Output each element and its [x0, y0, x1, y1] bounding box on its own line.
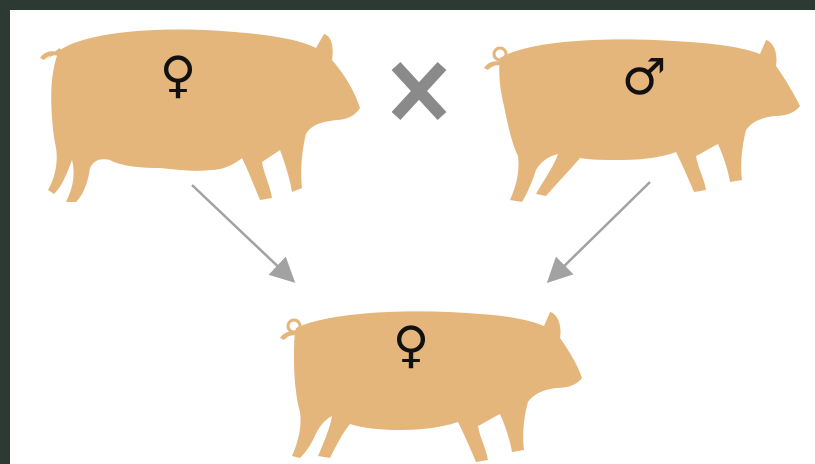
arrow-from-female [192, 185, 288, 276]
offspring-female-symbol: ♀ [389, 320, 433, 380]
male-symbol: ♂ [616, 52, 672, 112]
female-symbol: ♀ [156, 50, 200, 110]
female-parent-pig [40, 29, 360, 202]
arrow-from-male [554, 182, 650, 276]
diagram-panel: ♀ ♂ ♀ [10, 10, 815, 464]
breeding-diagram [10, 10, 815, 464]
cross-icon [396, 66, 442, 116]
